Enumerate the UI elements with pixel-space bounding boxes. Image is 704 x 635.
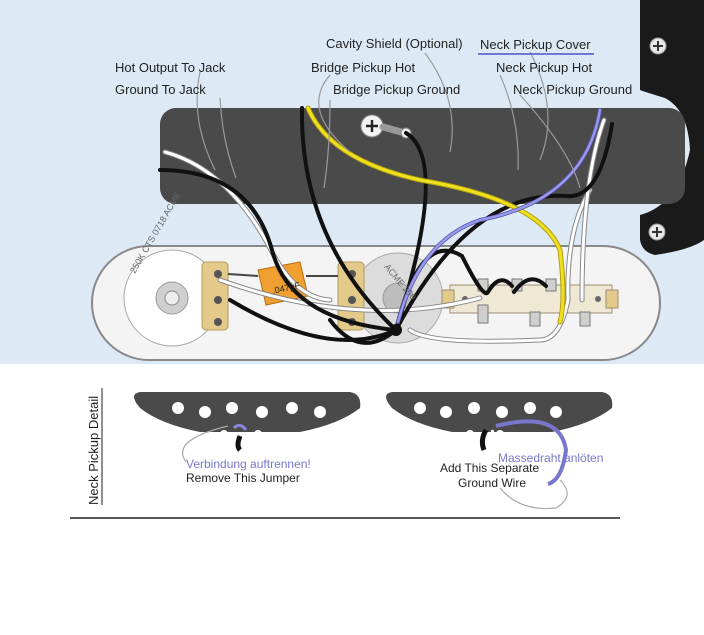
solder-joint [390, 324, 402, 336]
label-hot-output-to-jack: Hot Output To Jack [115, 60, 226, 75]
screw-icon [649, 37, 667, 55]
detail-right-german-note: Massedraht anlöten [498, 451, 604, 465]
detail-pickup-right [386, 392, 613, 510]
volume-pot [123, 249, 221, 347]
detail-section-title: Neck Pickup Detail [86, 395, 101, 505]
label-neck-pickup-ground: Neck Pickup Ground [513, 82, 633, 97]
label-bridge-pickup-hot: Bridge Pickup Hot [311, 60, 416, 75]
annotation-arrows [196, 51, 581, 189]
detail-right-instruction-line1: Add This Separate [440, 461, 540, 475]
detail-left-german-note: Verbindung auftrennen! [186, 457, 311, 471]
label-bridge-pickup-ground: Bridge Pickup Ground [333, 82, 461, 97]
label-neck-pickup-cover: Neck Pickup Cover [480, 37, 591, 52]
detail-left-instruction: Remove This Jumper [186, 471, 300, 485]
pickguard-edge [640, 0, 704, 255]
screw-icon [648, 223, 666, 241]
wires [158, 105, 614, 345]
detail-right-instruction-line2: Ground Wire [458, 476, 527, 490]
detail-pickup-left [134, 392, 361, 463]
label-ground-to-jack: Ground To Jack [115, 82, 206, 97]
label-neck-pickup-hot: Neck Pickup Hot [496, 60, 593, 75]
label-cavity-shield: Cavity Shield (Optional) [326, 36, 463, 51]
